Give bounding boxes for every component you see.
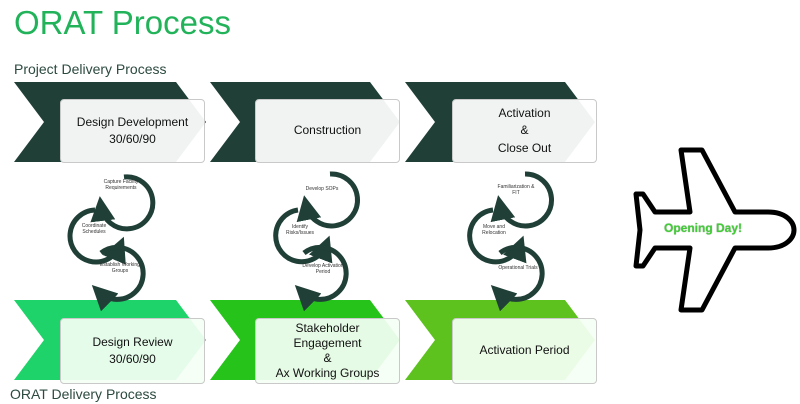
cycle-arc-1-1 [90, 174, 156, 232]
cycle-step-label: Establish Working Groups [100, 262, 140, 274]
cycle-arc-2-1 [296, 171, 360, 229]
orat-delivery-label: ORAT Delivery Process [10, 386, 157, 402]
cycle-step-label: Move and Relocation [482, 224, 506, 236]
close-out-title: Close Out [497, 140, 552, 155]
cycle-arc-2-3 [294, 244, 349, 312]
activation-title: Activation [498, 105, 551, 120]
activation-ampersand: & [520, 123, 529, 138]
page-title: ORAT Process [14, 4, 231, 41]
design-development-box: Design Development 30/60/90 [60, 99, 205, 163]
cycle-group-2 [273, 171, 360, 312]
cycle-step-label: Coordinate Schedules [81, 223, 107, 235]
stakeholder-engagement-box: Stakeholder Engagement & Ax Working Grou… [255, 318, 400, 384]
cycle-group-1 [67, 174, 156, 312]
ax-working-groups-title: Ax Working Groups [275, 366, 380, 380]
cycle-step-label: Capture Facility Requirements [103, 179, 139, 191]
opening-day-label: Opening Day! [664, 221, 743, 235]
stakeholder-title: Stakeholder [295, 321, 360, 335]
design-review-subtitle: 30/60/90 [109, 352, 156, 366]
cycle-step-label: Develop SOPs [305, 186, 339, 192]
cycle-step-label: Familiarization & FIT [497, 184, 535, 196]
cycle-arc-3-2 [467, 207, 527, 265]
stakeholder-ampersand: & [323, 351, 332, 365]
cycle-step-label: Develop Activation Period [302, 263, 344, 275]
design-review-title: Design Review [92, 334, 173, 349]
cycle-group-3 [467, 171, 554, 312]
cycle-arc-2-2 [273, 207, 333, 265]
cycle-step-label: Operational Trials [498, 265, 538, 271]
project-delivery-label: Project Delivery Process [14, 61, 167, 77]
activation-period-box: Activation Period [452, 318, 597, 384]
engagement-title: Engagement [293, 336, 362, 350]
cycle-arc-1-3 [91, 244, 146, 312]
cycle-arc-3-3 [490, 244, 545, 312]
design-development-title: Design Development [76, 114, 189, 129]
airplane-icon [633, 147, 797, 313]
construction-title: Construction [293, 123, 362, 138]
design-development-subtitle: 30/60/90 [109, 132, 156, 146]
cycle-arc-3-1 [490, 171, 554, 229]
activation-box: Activation & Close Out [452, 99, 597, 163]
activation-period-title: Activation Period [479, 343, 570, 358]
cycle-step-label: Identify Risks/Issues [285, 224, 315, 236]
cycle-arc-1-2 [67, 207, 126, 265]
construction-box: Construction [255, 99, 400, 163]
design-review-box: Design Review 30/60/90 [60, 318, 205, 384]
